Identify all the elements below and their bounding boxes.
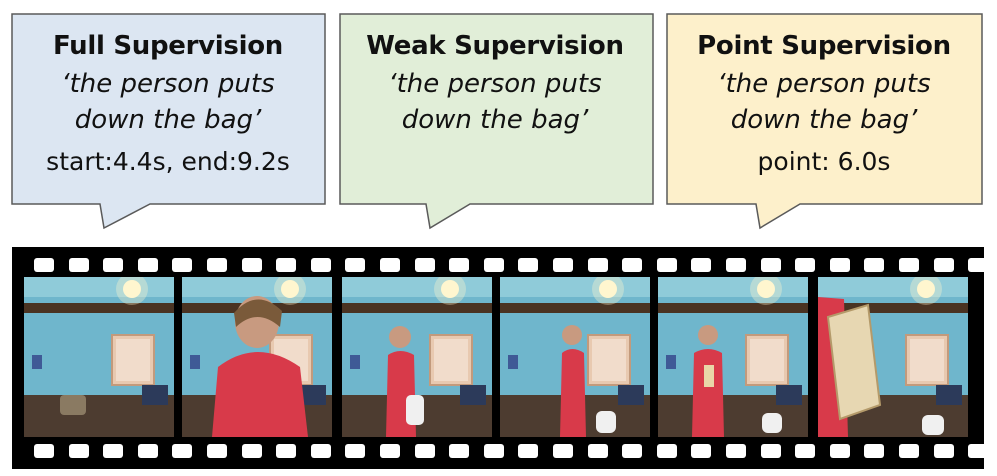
- supervision-callouts: Full Supervision ‘the person puts down t…: [11, 13, 983, 230]
- sprocket-hole: [380, 258, 400, 272]
- quote-text: down the bag: [731, 105, 909, 135]
- sprocket-hole: [241, 444, 262, 458]
- callout-quote-line-2: down the bag’: [402, 105, 589, 135]
- video-filmstrip: [12, 247, 989, 469]
- quote-open-mark: ‘: [388, 69, 397, 99]
- sprocket-hole: [34, 444, 54, 458]
- sprocket-hole: [172, 258, 193, 272]
- sprocket-hole: [345, 444, 366, 458]
- callout-quote-line-1: ‘the person puts: [717, 69, 930, 99]
- callout-time-annotation: point: 6.0s: [758, 147, 891, 176]
- video-frame-6: [818, 277, 968, 437]
- sprocket-hole: [553, 444, 573, 458]
- sprocket-hole: [622, 258, 643, 272]
- sprocket-hole: [795, 258, 816, 272]
- quote-close-mark: ’: [909, 105, 918, 135]
- sprocket-hole: [68, 258, 89, 272]
- sprocket-hole: [587, 258, 608, 272]
- callout-quote-line-1: ‘the person puts: [61, 69, 274, 99]
- quote-text: the person puts: [397, 69, 602, 99]
- quote-open-mark: ‘: [61, 69, 70, 99]
- quote-text: down the bag: [75, 105, 253, 135]
- sprocket-hole: [864, 258, 885, 272]
- quote-text: the person puts: [726, 69, 931, 99]
- sprocket-hole: [449, 444, 470, 458]
- sprocket-holes-top: [12, 258, 989, 272]
- video-frame-1: [24, 277, 174, 437]
- callout-title: Weak Supervision: [366, 31, 623, 61]
- sprocket-hole: [103, 258, 124, 272]
- sprocket-hole: [968, 258, 989, 272]
- sprocket-hole: [899, 258, 919, 272]
- video-frame-3: [342, 277, 492, 437]
- sprocket-hole: [483, 444, 504, 458]
- sprocket-hole: [795, 444, 816, 458]
- sprocket-hole: [656, 444, 677, 458]
- callout-title: Full Supervision: [53, 31, 283, 61]
- sprocket-hole: [933, 444, 954, 458]
- sprocket-hole: [760, 444, 781, 458]
- sprocket-hole: [760, 258, 781, 272]
- callout-title: Point Supervision: [697, 31, 951, 61]
- sprocket-hole: [622, 444, 643, 458]
- sprocket-hole: [518, 444, 539, 458]
- sprocket-hole: [207, 444, 227, 458]
- sprocket-hole: [68, 444, 89, 458]
- sprocket-hole: [276, 258, 297, 272]
- sprocket-hole: [345, 258, 366, 272]
- video-frame-5: [658, 277, 808, 437]
- callout-quote-line-2: down the bag’: [731, 105, 918, 135]
- sprocket-hole: [241, 258, 262, 272]
- sprocket-hole: [656, 258, 677, 272]
- callout-point-supervision: Point Supervision ‘the person puts down …: [666, 13, 983, 230]
- callout-box: [339, 13, 654, 230]
- sprocket-hole: [483, 258, 504, 272]
- sprocket-hole: [449, 258, 470, 272]
- sprocket-hole: [691, 258, 712, 272]
- sprocket-hole: [933, 258, 954, 272]
- sprocket-hole: [414, 258, 435, 272]
- video-frame-2: [182, 277, 332, 437]
- sprocket-hole: [414, 444, 435, 458]
- sprocket-hole: [864, 444, 885, 458]
- quote-text: the person puts: [70, 69, 275, 99]
- sprocket-hole: [380, 444, 400, 458]
- sprocket-hole: [310, 444, 331, 458]
- callout-box: [11, 13, 326, 230]
- sprocket-hole: [899, 444, 919, 458]
- sprocket-hole: [518, 258, 539, 272]
- callout-time-annotation: start:4.4s, end:9.2s: [46, 147, 290, 176]
- sprocket-hole: [276, 444, 297, 458]
- sprocket-hole: [829, 258, 850, 272]
- sprocket-hole: [726, 258, 746, 272]
- sprocket-hole: [34, 258, 54, 272]
- quote-text: down the bag: [402, 105, 580, 135]
- callout-quote-line-1: ‘the person puts: [388, 69, 601, 99]
- callout-quote-line-2: down the bag’: [75, 105, 262, 135]
- sprocket-hole: [829, 444, 850, 458]
- sprocket-hole: [310, 258, 331, 272]
- quote-close-mark: ’: [580, 105, 589, 135]
- callout-box: [666, 13, 983, 230]
- quote-open-mark: ‘: [717, 69, 726, 99]
- quote-close-mark: ’: [253, 105, 262, 135]
- sprocket-hole: [726, 444, 746, 458]
- sprocket-hole: [207, 258, 227, 272]
- callout-weak-supervision: Weak Supervision ‘the person puts down t…: [339, 13, 654, 230]
- callout-full-supervision: Full Supervision ‘the person puts down t…: [11, 13, 326, 230]
- sprocket-holes-bottom: [12, 444, 989, 458]
- video-frame-4: [500, 277, 650, 437]
- sprocket-hole: [587, 444, 608, 458]
- sprocket-hole: [968, 444, 989, 458]
- sprocket-hole: [553, 258, 573, 272]
- sprocket-hole: [137, 444, 158, 458]
- sprocket-hole: [103, 444, 124, 458]
- sprocket-hole: [172, 444, 193, 458]
- sprocket-hole: [691, 444, 712, 458]
- sprocket-hole: [137, 258, 158, 272]
